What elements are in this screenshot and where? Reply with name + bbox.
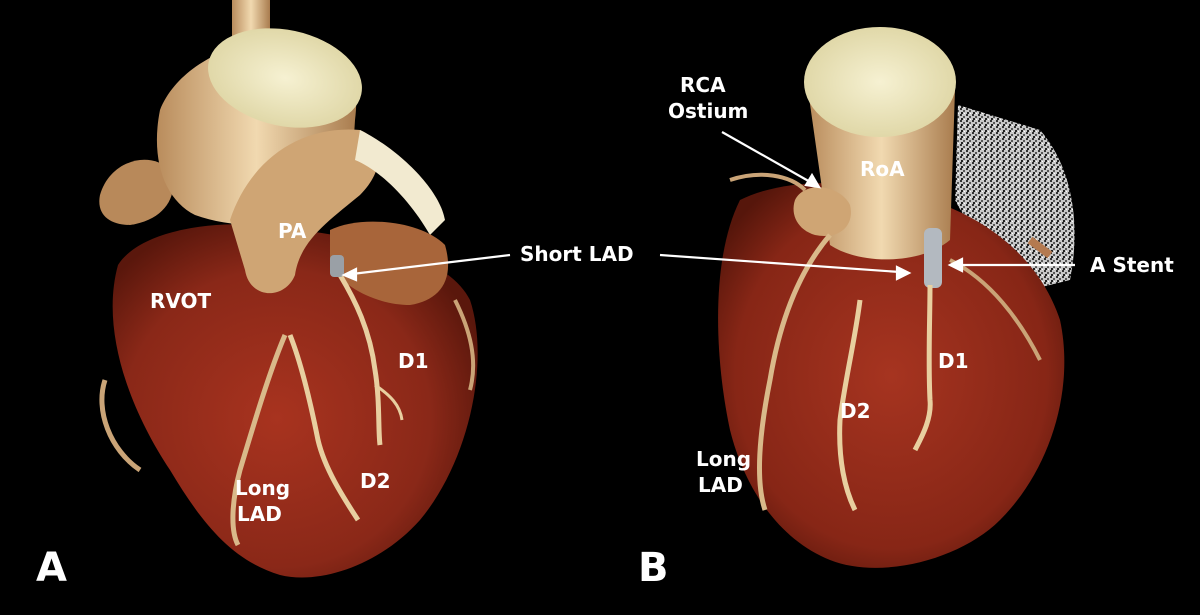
label-d1-a: D1 <box>398 349 429 373</box>
panel-b-heart <box>718 27 1075 568</box>
label-rca-line2: Ostium <box>668 99 749 123</box>
label-pa: PA <box>278 219 307 243</box>
label-rca-line1: RCA <box>680 73 726 97</box>
annotation-arrows <box>341 131 1075 282</box>
label-short-lad: Short LAD <box>520 242 634 266</box>
panel-letter-a: A <box>36 545 67 591</box>
label-long-lad-b-line2: LAD <box>698 473 743 497</box>
label-d2-a: D2 <box>360 469 391 493</box>
label-long-lad-a-line1: Long <box>235 476 291 500</box>
label-d1-b: D1 <box>938 349 969 373</box>
label-roa: RoA <box>860 157 905 181</box>
label-stent: A Stent <box>1090 253 1174 277</box>
label-long-lad-b-line1: Long <box>696 447 752 471</box>
panel-a-heart <box>99 0 478 578</box>
label-d2-b: D2 <box>840 399 871 423</box>
label-rvot: RVOT <box>150 289 212 313</box>
panel-letter-b: B <box>638 545 669 591</box>
label-long-lad-a-line2: LAD <box>237 502 282 526</box>
